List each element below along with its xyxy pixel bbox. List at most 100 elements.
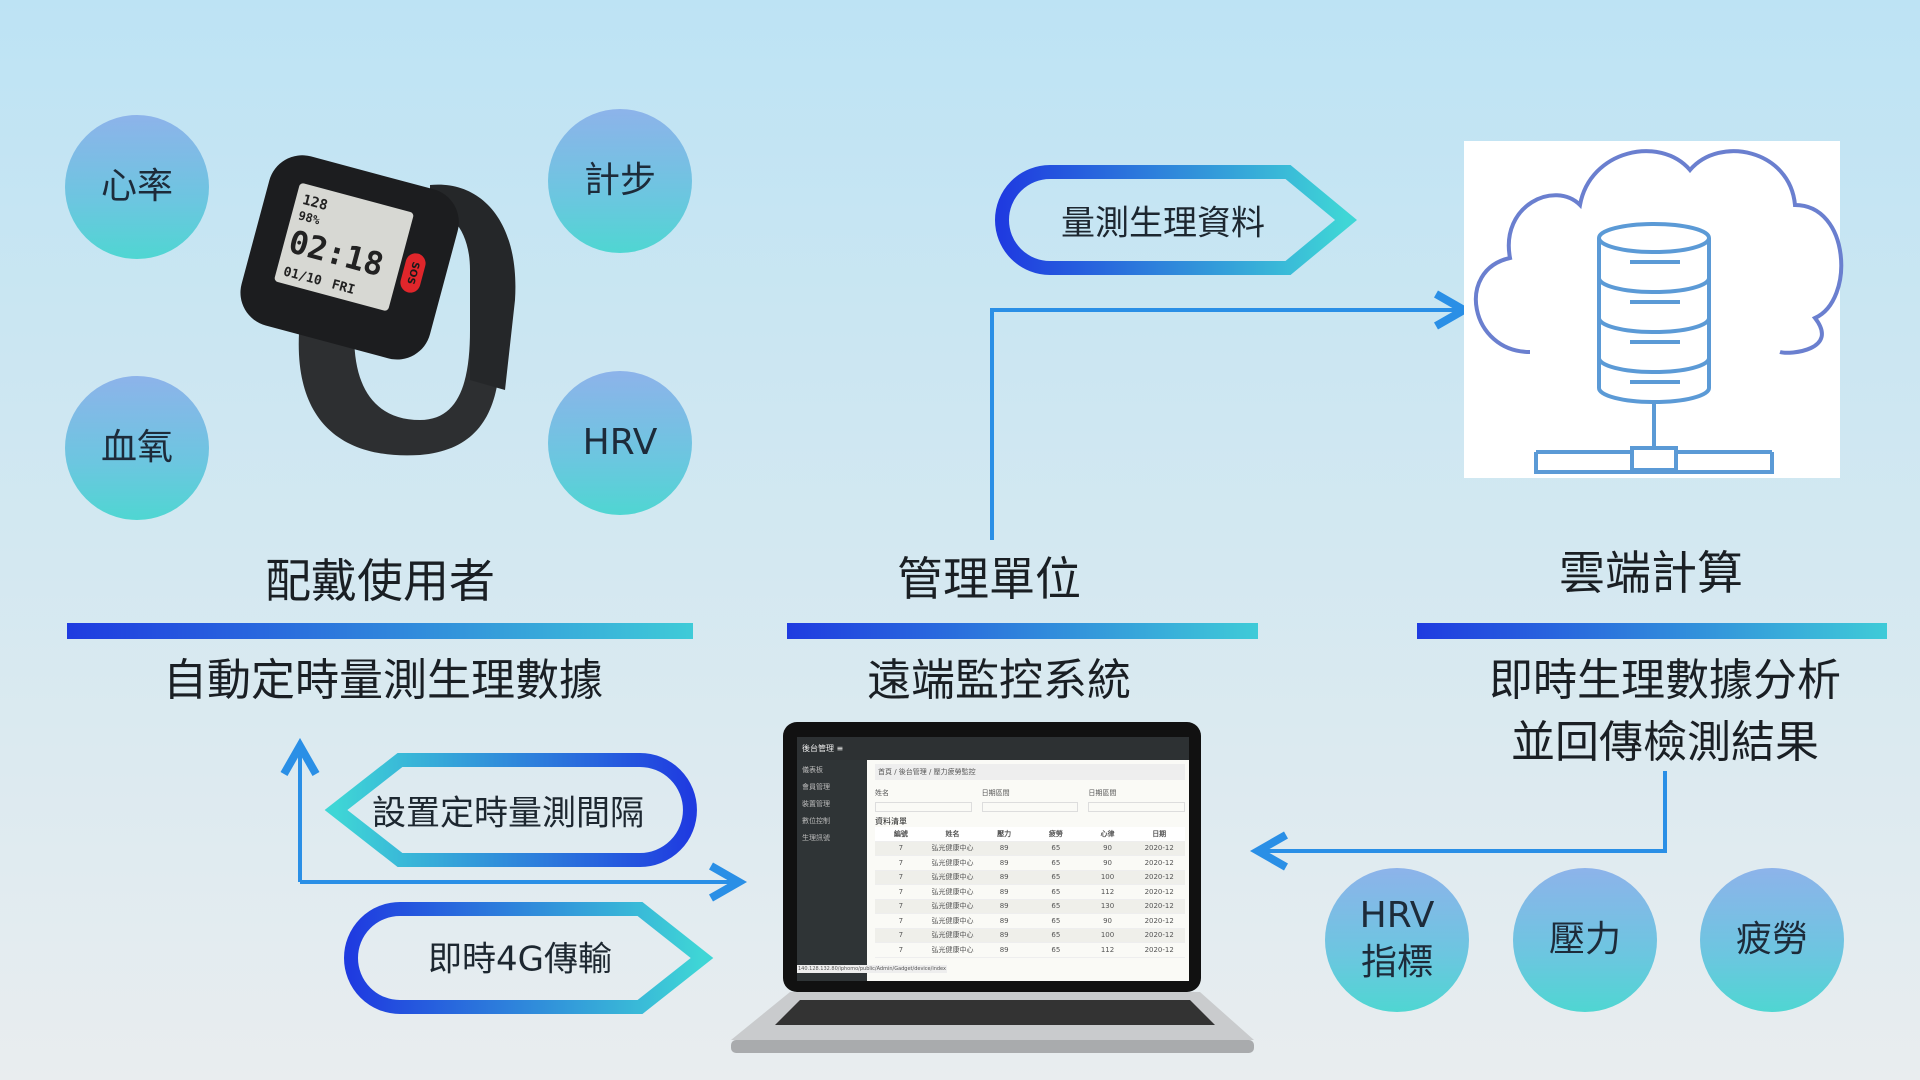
column-header: 心律 bbox=[1100, 829, 1115, 838]
table-cell: 65 bbox=[1051, 887, 1061, 896]
table-cell: 65 bbox=[1051, 873, 1061, 882]
dashboard-header: 後台管理 ≡ bbox=[797, 737, 1189, 760]
table-header: 編號 姓名 壓力 疲勞 心律 日期 bbox=[875, 827, 1185, 842]
table-cell: 90 bbox=[1103, 844, 1112, 853]
column-header: 編號 bbox=[893, 829, 908, 838]
database-icon bbox=[1534, 222, 1774, 474]
set-interval-label: 設置定時量測間隔 bbox=[372, 793, 644, 834]
table-cell: 65 bbox=[1051, 858, 1061, 867]
cloud-title: 雲端計算 bbox=[1559, 546, 1743, 600]
table-cell: 弘光健康中心 bbox=[931, 887, 974, 896]
management-divider bbox=[787, 623, 1258, 639]
filter-label: 日期區間 bbox=[1088, 789, 1117, 797]
output-stress: 壓力 bbox=[1513, 868, 1657, 1012]
wearer-subtitle: 自動定時量測生理數據 bbox=[163, 655, 603, 706]
table-cell: 弘光健康中心 bbox=[931, 916, 974, 925]
table-cell: 89 bbox=[999, 844, 1009, 853]
table-cell: 7 bbox=[898, 873, 904, 882]
status-url: 140.128.132.80/iphomo/public/Admin/Gadge… bbox=[797, 965, 947, 973]
date-end-input[interactable] bbox=[1088, 802, 1186, 812]
output-label: HRV bbox=[1359, 895, 1435, 937]
set-interval-pill bbox=[324, 753, 697, 867]
table-cell: 7 bbox=[898, 858, 904, 867]
column-header: 姓名 bbox=[945, 829, 960, 838]
table-cell: 90 bbox=[1103, 858, 1112, 867]
table-cell: 弘光健康中心 bbox=[931, 945, 974, 954]
table-cell: 65 bbox=[1051, 902, 1061, 911]
cloud-divider bbox=[1417, 623, 1887, 639]
table-cell: 2020-12 bbox=[1144, 887, 1174, 896]
table-cell: 弘光健康中心 bbox=[931, 858, 974, 867]
table-cell: 7 bbox=[898, 902, 904, 911]
watch-weekday: FRI bbox=[330, 277, 357, 298]
table-cell: 弘光健康中心 bbox=[931, 931, 974, 940]
table-cell: 89 bbox=[999, 902, 1009, 911]
output-label: 指標 bbox=[1360, 942, 1433, 983]
table-cell: 弘光健康中心 bbox=[931, 902, 974, 911]
column-header: 疲勞 bbox=[1048, 829, 1063, 838]
name-input[interactable] bbox=[875, 802, 972, 812]
management-subtitle: 遠端監控系統 bbox=[867, 655, 1131, 706]
table-cell: 112 bbox=[1100, 945, 1115, 954]
metric-heart-rate: 心率 bbox=[65, 115, 209, 259]
table-cell: 7 bbox=[898, 945, 904, 954]
metric-hrv: HRV bbox=[548, 371, 692, 515]
table-cell: 2020-12 bbox=[1144, 902, 1174, 911]
realtime-4g-label: 即時4G傳輸 bbox=[428, 939, 612, 980]
table-cell: 7 bbox=[898, 844, 904, 853]
table-cell: 65 bbox=[1051, 916, 1061, 925]
filter-label: 日期區間 bbox=[981, 789, 1010, 797]
wearer-title: 配戴使用者 bbox=[265, 554, 495, 608]
menu-item[interactable]: 裝置管理 bbox=[802, 800, 830, 808]
management-title: 管理單位 bbox=[897, 552, 1081, 606]
menu-item[interactable]: 數位控制 bbox=[802, 817, 830, 825]
filter-label: 姓名 bbox=[875, 789, 889, 797]
menu-item[interactable]: 生理訊號 bbox=[802, 834, 830, 842]
arrow-results-to-laptop bbox=[1262, 771, 1667, 851]
watch-spo2: 98% bbox=[297, 208, 322, 227]
table-cell: 65 bbox=[1051, 844, 1061, 853]
table-cell: 90 bbox=[1103, 916, 1112, 925]
smartwatch-image: 128 98% 02:18 01/10 FRI SOS bbox=[240, 155, 516, 456]
table-cell: 89 bbox=[999, 916, 1009, 925]
date-start-input[interactable] bbox=[981, 802, 1079, 812]
realtime-4g-pill bbox=[344, 902, 714, 1014]
table-cell: 65 bbox=[1051, 945, 1061, 954]
measure-data-label: 量測生理資料 bbox=[1061, 203, 1265, 244]
output-fatigue: 疲勞 bbox=[1700, 868, 1844, 1012]
column-header: 日期 bbox=[1152, 829, 1167, 838]
measure-data-pill bbox=[995, 165, 1357, 275]
list-title: 資料清單 bbox=[875, 817, 907, 826]
table-cell: 7 bbox=[898, 916, 904, 925]
output-hrv-index: HRV 指標 bbox=[1325, 868, 1469, 1012]
column-header: 壓力 bbox=[997, 829, 1012, 838]
table-cell: 7 bbox=[898, 931, 904, 940]
watch-heart-rate: 128 bbox=[301, 192, 330, 214]
table-cell: 89 bbox=[999, 931, 1009, 940]
table-cell: 65 bbox=[1051, 931, 1061, 940]
table-cell: 2020-12 bbox=[1144, 945, 1174, 954]
table-cell: 100 bbox=[1100, 931, 1115, 940]
table-cell: 89 bbox=[999, 873, 1009, 882]
table-cell: 100 bbox=[1100, 873, 1115, 882]
table-cell: 2020-12 bbox=[1144, 858, 1174, 867]
table-cell: 89 bbox=[999, 887, 1009, 896]
table-cell: 112 bbox=[1100, 887, 1115, 896]
wearer-divider bbox=[67, 623, 693, 639]
menu-item[interactable]: 會員管理 bbox=[802, 783, 830, 791]
arrow-to-cloud bbox=[990, 310, 1460, 540]
menu-item[interactable]: 儀表板 bbox=[802, 766, 823, 774]
dashboard-sidebar: 儀表板 會員管理 裝置管理 數位控制 生理訊號 bbox=[797, 760, 867, 981]
metric-steps: 計步 bbox=[548, 109, 692, 253]
cloud-subtitle-2: 並回傳檢測結果 bbox=[1511, 717, 1819, 768]
table-cell: 2020-12 bbox=[1144, 873, 1174, 882]
breadcrumb: 首頁 / 後台管理 / 壓力疲勞監控 bbox=[875, 764, 1185, 780]
